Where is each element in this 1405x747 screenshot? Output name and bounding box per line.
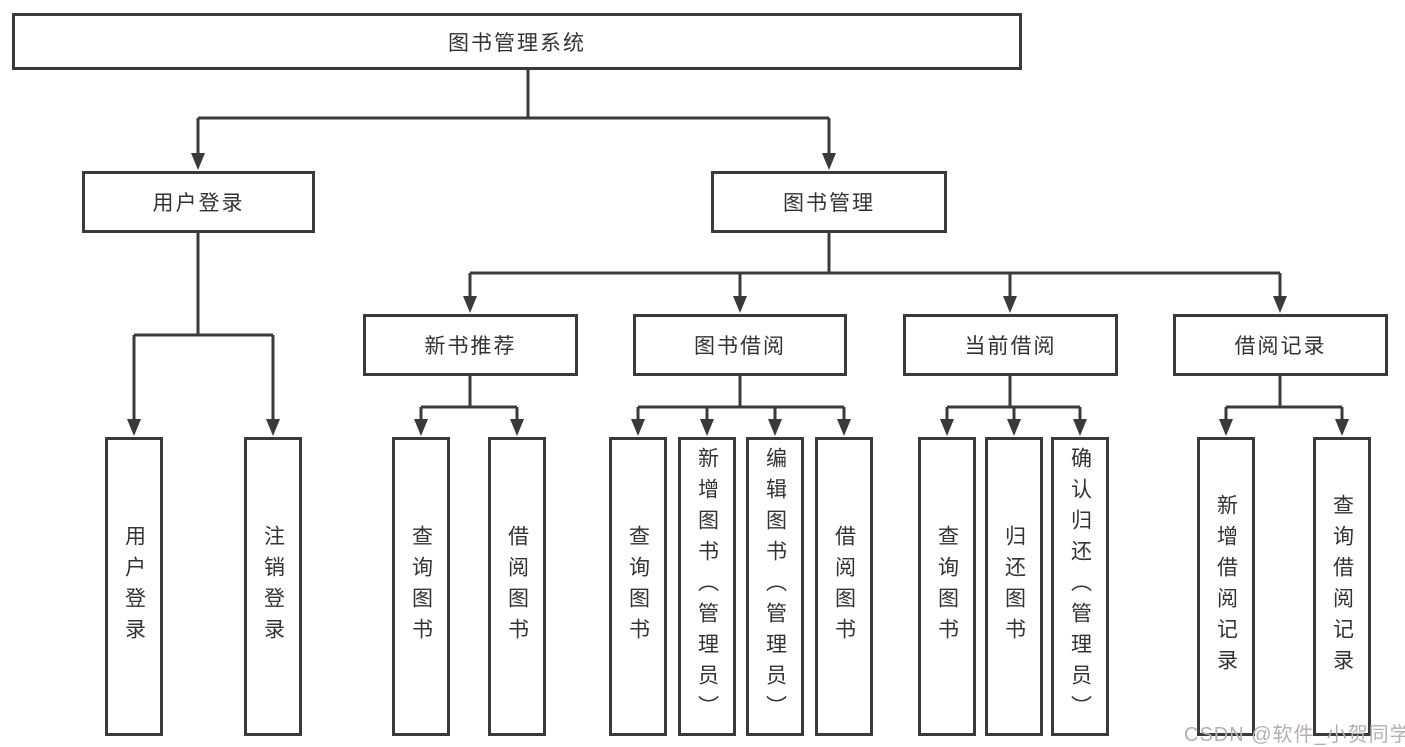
arrowhead [733,296,747,313]
leaf-confirm-return-admin: 确认归还（管理员） [1051,437,1109,736]
leaf-add-books-admin: 新增图书（管理员） [678,437,736,736]
arrowhead [940,419,954,436]
leaf-current-query-books: 查询图书 [918,437,976,736]
node-user-login: 用户登录 [82,171,315,233]
node-book-management: 图书管理 [711,171,947,233]
arrowhead [1335,419,1349,436]
arrowhead [768,419,782,436]
arrowhead [1273,296,1287,313]
node-new-book-recommendation: 新书推荐 [363,314,578,376]
leaf-query-borrow-record: 查询借阅记录 [1313,437,1371,736]
node-library-management-system: 图书管理系统 [12,13,1022,70]
leaf-user-login: 用户登录 [105,437,163,736]
leaf-borrow-borrow-books: 借阅图书 [815,437,873,736]
arrowhead [463,296,477,313]
arrowhead [127,419,141,436]
arrowhead [837,419,851,436]
leaf-borrow-query-books: 查询图书 [609,437,667,736]
watermark: CSDN @软件_小贺同学 [1184,724,1405,746]
leaf-add-borrow-record: 新增借阅记录 [1197,437,1255,736]
node-book-borrowing: 图书借阅 [633,314,847,376]
arrowhead [191,153,205,170]
arrowhead [414,419,428,436]
node-current-borrowing: 当前借阅 [903,314,1118,376]
leaf-logout: 注销登录 [244,437,302,736]
node-borrowing-records: 借阅记录 [1173,314,1388,376]
arrowhead [510,419,524,436]
arrowhead [631,419,645,436]
arrowhead [1003,296,1017,313]
arrowhead [1073,419,1087,436]
arrowhead [822,153,836,170]
leaf-return-books: 归还图书 [985,437,1043,736]
arrowhead [1007,419,1021,436]
leaf-rec-borrow-books: 借阅图书 [488,437,546,736]
arrowhead [700,419,714,436]
leaf-edit-books-admin: 编辑图书（管理员） [746,437,804,736]
leaf-rec-query-books: 查询图书 [392,437,450,736]
arrowhead [1219,419,1233,436]
arrowhead [266,419,280,436]
